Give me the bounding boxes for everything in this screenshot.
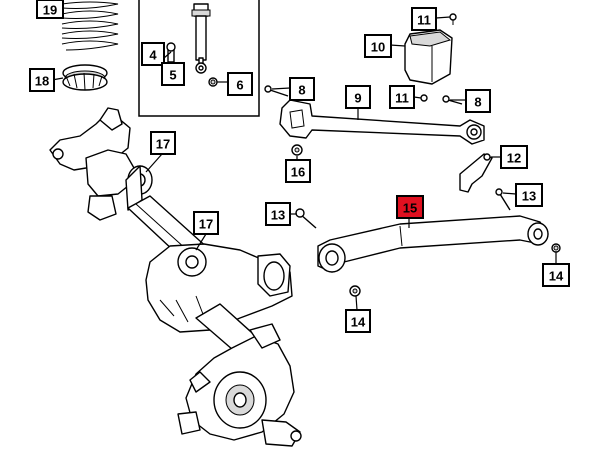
callout-box	[345, 85, 371, 109]
callout-number: 10	[371, 40, 385, 55]
callout-16: 16	[285, 159, 311, 183]
callout-box	[364, 34, 392, 58]
lower-arm-bolt-left	[295, 208, 317, 229]
callout-box	[396, 195, 424, 219]
upper-arm-bolt-left	[264, 85, 289, 97]
callout-number: 17	[199, 217, 213, 232]
callout-box	[150, 131, 176, 155]
callout-number: 17	[156, 137, 170, 152]
callout-box	[285, 159, 311, 183]
callout-number: 8	[298, 83, 305, 98]
callout-labels: 19 45 6 18 11 10 8 9 11 8 17 16 12 15 13 13 17 14 14	[29, 0, 570, 333]
callout-box	[389, 85, 415, 109]
callout-number: 13	[522, 189, 536, 204]
callout-box	[36, 0, 64, 19]
callout-box	[500, 145, 528, 169]
lower-arm-nut-left	[349, 285, 361, 297]
callout-10: 10	[364, 34, 392, 58]
callout-number: 4	[149, 48, 157, 63]
lower-control-arm	[317, 215, 549, 273]
callout-15-highlighted: 15	[396, 195, 424, 219]
leader-8a	[271, 87, 291, 90]
callout-box	[193, 211, 219, 235]
upper-arm-bolt-right	[442, 95, 463, 105]
callout-box	[141, 42, 165, 66]
callout-11: 11	[389, 85, 415, 109]
callout-number: 14	[549, 269, 564, 284]
bracket	[459, 153, 493, 193]
callout-box	[29, 68, 55, 92]
callout-number: 19	[43, 3, 57, 18]
callout-6: 6	[227, 72, 253, 96]
callout-number: 8	[474, 95, 481, 110]
callout-box	[161, 62, 185, 86]
lower-arm-nut-right	[551, 243, 561, 253]
leader-11a	[435, 16, 451, 19]
callout-number: 11	[395, 91, 409, 106]
callout-9: 9	[345, 85, 371, 109]
leader-17a	[145, 153, 163, 173]
callout-number: 11	[417, 13, 431, 28]
callout-number: 15	[403, 201, 417, 216]
callout-box	[465, 89, 491, 113]
shock-nut	[208, 77, 218, 87]
callout-5: 5	[161, 62, 185, 86]
upper-arm-nut-11	[420, 94, 428, 102]
axle-assembly	[49, 107, 302, 447]
callout-number: 6	[236, 78, 243, 93]
spring-isolator	[62, 64, 108, 91]
callout-box	[515, 183, 543, 207]
callout-18: 18	[29, 68, 55, 92]
callout-12: 12	[500, 145, 528, 169]
callout-number: 12	[507, 151, 521, 166]
callout-number: 16	[291, 165, 305, 180]
callout-number: 5	[169, 68, 176, 83]
callout-4: 4	[141, 42, 165, 66]
coil-spring	[61, 1, 119, 51]
callout-14: 14	[345, 309, 371, 333]
leader-14b	[355, 295, 358, 311]
shock-inset-frame	[138, 0, 260, 117]
leader-13b	[502, 192, 517, 195]
callout-box	[265, 202, 291, 226]
callout-13: 13	[515, 183, 543, 207]
leader-17b	[195, 233, 207, 251]
upper-arm-nut-16	[291, 144, 303, 156]
callout-number: 13	[271, 208, 285, 223]
callout-box	[289, 77, 315, 101]
callout-17: 17	[150, 131, 176, 155]
callout-19: 19	[36, 0, 64, 19]
callout-13: 13	[265, 202, 291, 226]
callout-8: 8	[289, 77, 315, 101]
callout-box	[345, 309, 371, 333]
callout-14: 14	[542, 263, 570, 287]
callout-box	[542, 263, 570, 287]
leader-10	[389, 44, 406, 47]
callout-box	[411, 7, 437, 31]
callout-number: 9	[354, 91, 361, 106]
jounce-bolt	[449, 13, 457, 25]
leader-11b	[413, 96, 422, 99]
lower-arm-bolt-right	[495, 188, 511, 211]
jounce-bumper	[404, 29, 453, 85]
leader-4-5	[163, 51, 172, 59]
callout-number: 14	[351, 315, 366, 330]
callout-number: 18	[35, 74, 49, 89]
callout-8: 8	[465, 89, 491, 113]
shock-absorber	[191, 3, 211, 74]
callout-11: 11	[411, 7, 437, 31]
upper-control-arm	[279, 99, 485, 145]
callout-17: 17	[193, 211, 219, 235]
callout-box	[227, 72, 253, 96]
